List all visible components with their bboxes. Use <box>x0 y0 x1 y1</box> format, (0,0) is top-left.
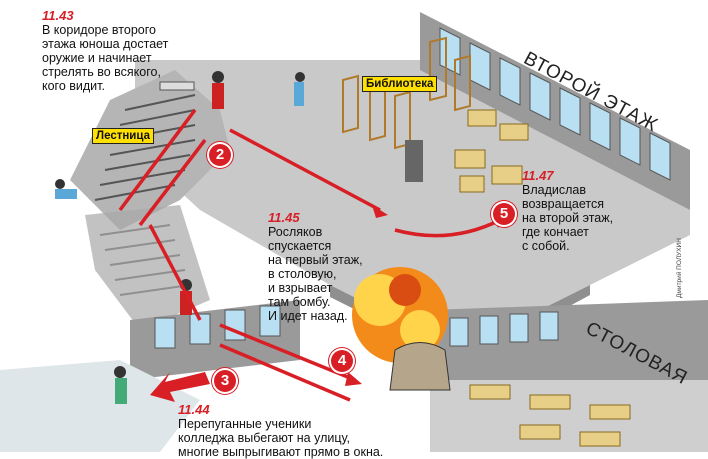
step-time: 11.45 <box>268 210 300 225</box>
stairs-label: Лестница <box>92 128 154 144</box>
canteen-wall <box>430 300 708 380</box>
marker-5: 5 <box>493 203 515 225</box>
marker-2: 2 <box>209 144 231 166</box>
step-text: В коридоре второго этажа юноша достает о… <box>42 23 169 93</box>
step-time: 11.43 <box>42 8 74 23</box>
library-furniture <box>454 109 529 193</box>
step-text: Росляков спускается на первый этаж, в ст… <box>268 225 363 323</box>
explosion <box>352 267 448 363</box>
caption-step-1147: 11.47 Владислав возвращается на второй э… <box>522 168 632 253</box>
step-time: 11.47 <box>522 168 554 183</box>
step-text: Перепуганные ученики колледжа выбегают н… <box>178 417 384 459</box>
credit: Дмитрий ПОЛУХИН <box>676 238 683 298</box>
staircase <box>70 70 230 330</box>
canteen-tables <box>469 384 631 447</box>
library-label: Библиотека <box>362 76 438 92</box>
backpack <box>389 342 451 391</box>
route-arrows <box>118 108 501 402</box>
door <box>405 140 423 182</box>
step-time: 11.44 <box>178 402 210 417</box>
marker-4: 4 <box>331 350 353 372</box>
caption-step-1145: 11.45 Росляков спускается на первый этаж… <box>268 210 378 323</box>
canteen-windows <box>449 311 559 347</box>
outside-ground <box>0 360 200 452</box>
marker-3: 3 <box>214 370 236 392</box>
people <box>55 71 305 404</box>
caption-step-1143: 11.43 В коридоре второго этажа юноша дос… <box>42 8 177 93</box>
exit-arrow <box>150 372 210 402</box>
second-floor-slab <box>135 60 690 310</box>
caption-step-1144: 11.44 Перепуганные ученики колледжа выбе… <box>178 402 398 459</box>
step-text: Владислав возвращается на второй этаж, г… <box>522 183 614 253</box>
